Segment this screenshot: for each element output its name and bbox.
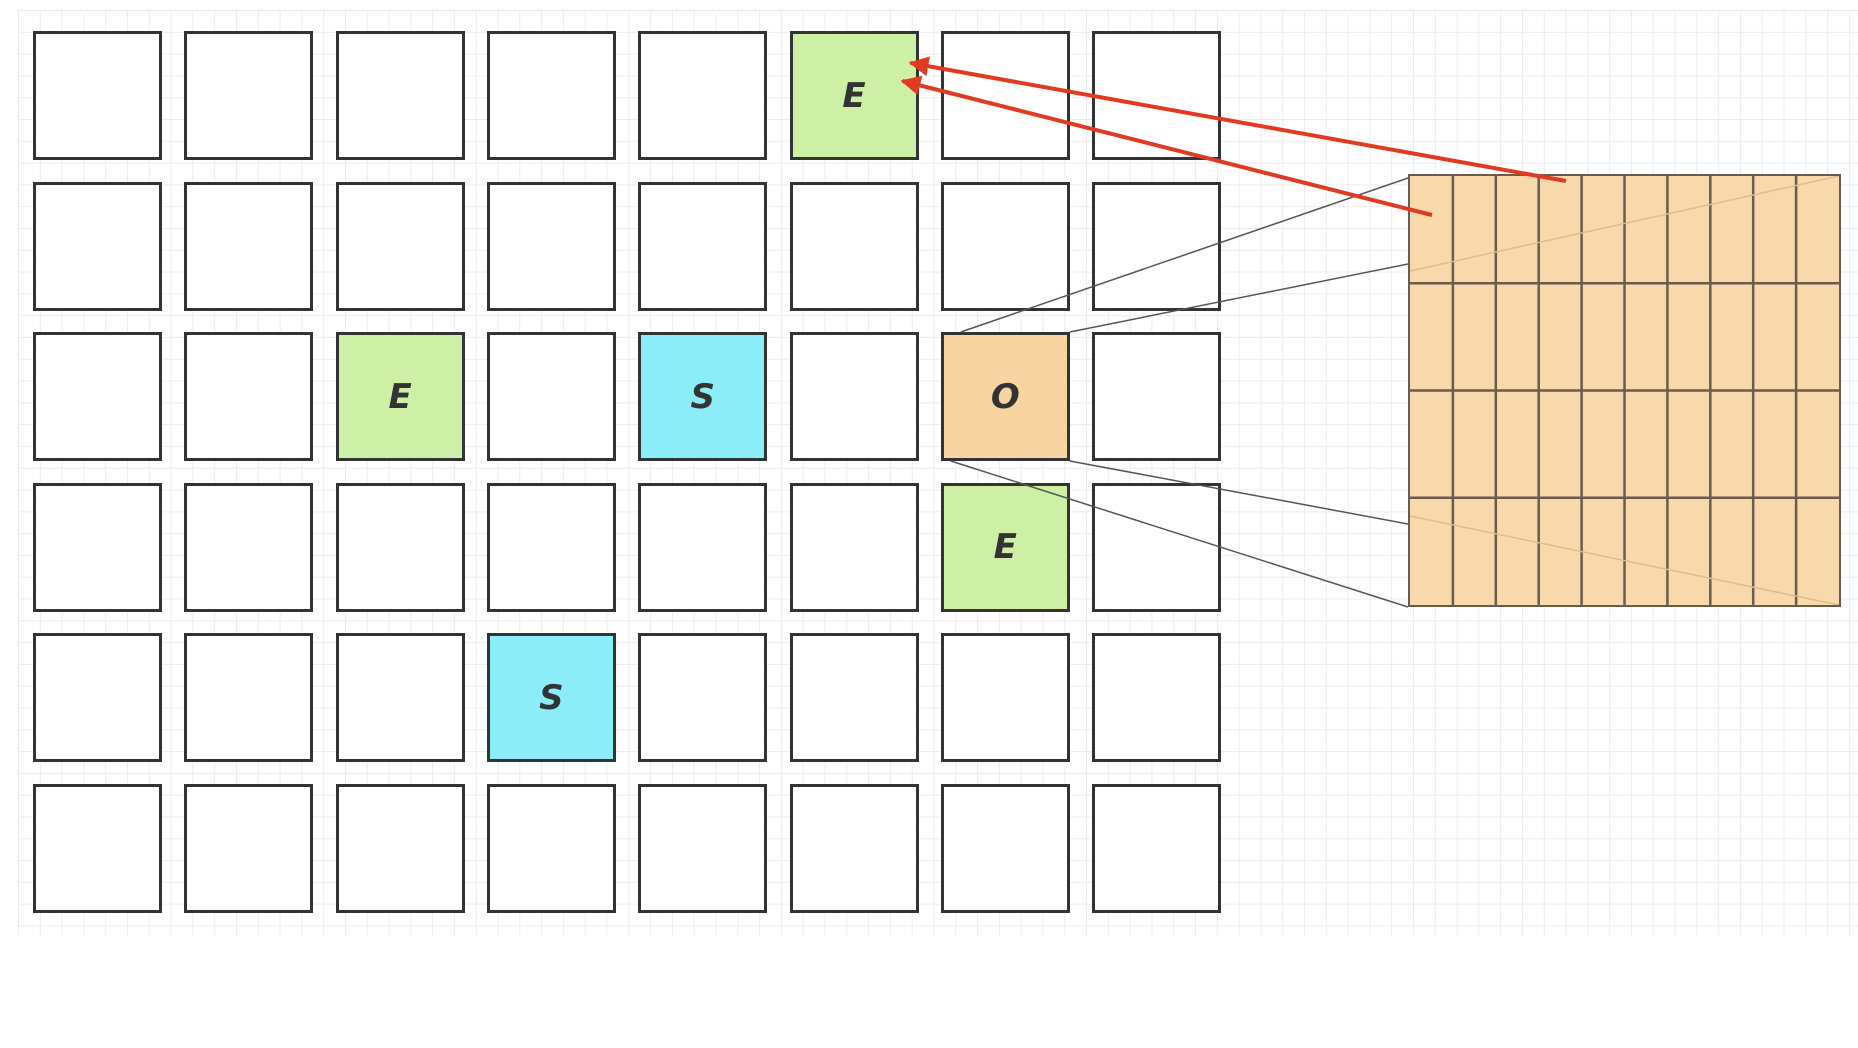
cell-label: S: [539, 677, 564, 718]
grid-cell-empty: [638, 482, 768, 612]
grid-cell-empty: [33, 181, 162, 311]
grid-cell-o: O: [940, 332, 1070, 461]
grid-cell-empty: [33, 633, 162, 762]
grid-cell-empty: [638, 783, 768, 913]
grid-cell-empty: [1092, 633, 1222, 762]
grid-cell-empty: [486, 482, 616, 612]
grid-cell-empty: [789, 332, 919, 461]
grid-cell-empty: [335, 482, 465, 612]
grid-cell-empty: [33, 482, 162, 612]
grid-cell-empty: [184, 181, 314, 311]
grid-cell-empty: [184, 332, 314, 461]
grid-cell-empty: [486, 181, 616, 311]
grid-cell-empty: [940, 783, 1070, 913]
grid-cell-empty: [638, 31, 768, 160]
grid-cell-empty: [184, 482, 314, 612]
zoom-diagonal-line: [1409, 515, 1840, 606]
grid-cell-empty: [184, 783, 314, 913]
grid-cell-empty: [638, 181, 768, 311]
red-arrow: [900, 75, 1433, 217]
red-arrow: [908, 56, 1567, 183]
grid-cell-e: E: [789, 31, 919, 160]
grid-cell-empty: [33, 31, 162, 160]
grid-cell-empty: [940, 31, 1070, 160]
grid-cell-empty: [335, 31, 465, 160]
grid-cell-empty: [940, 181, 1070, 311]
zoom-connector-line: [1069, 263, 1409, 333]
grid-cell-empty: [789, 633, 919, 762]
grid-cell-empty: [789, 482, 919, 612]
grid-cell-empty: [486, 31, 616, 160]
cell-label: E: [842, 75, 866, 116]
zoom-connector-line: [960, 177, 1409, 333]
grid-cell-empty: [486, 332, 616, 461]
grid-cell-empty: [940, 633, 1070, 762]
grid-cell-s: S: [486, 633, 616, 762]
grid-cell-empty: [33, 332, 162, 461]
grid-cell-empty: [33, 783, 162, 913]
grid-cell-empty: [335, 633, 465, 762]
cell-label: E: [388, 376, 412, 417]
grid-cell-empty: [789, 181, 919, 311]
grid-cell-empty: [1092, 181, 1222, 311]
zoomed-cell-detail: [1408, 174, 1841, 607]
zoom-subgrid: [1409, 175, 1840, 606]
cell-label: E: [993, 527, 1017, 567]
grid-cell-empty: [486, 783, 616, 913]
grid-cell-s: S: [638, 332, 768, 461]
zoom-connector-line: [950, 460, 1409, 608]
grid-cell-empty: [184, 31, 314, 160]
zoom-diagonal-line: [1409, 175, 1840, 272]
grid-cell-empty: [335, 181, 465, 311]
grid-cell-e: E: [335, 332, 465, 461]
cell-label: S: [690, 376, 715, 417]
grid-cell-empty: [1092, 332, 1222, 461]
grid-cell-empty: [1092, 783, 1222, 913]
grid-cell-empty: [1092, 31, 1222, 160]
grid-cell-empty: [789, 783, 919, 913]
zoom-connector-line: [1069, 460, 1409, 525]
cell-label: O: [990, 376, 1020, 417]
grid-cell-empty: [1092, 482, 1222, 612]
grid-cell-empty: [184, 633, 314, 762]
grid-cell-empty: [335, 783, 465, 913]
grid-cell-empty: [638, 633, 768, 762]
grid-cell-e: E: [940, 482, 1070, 612]
